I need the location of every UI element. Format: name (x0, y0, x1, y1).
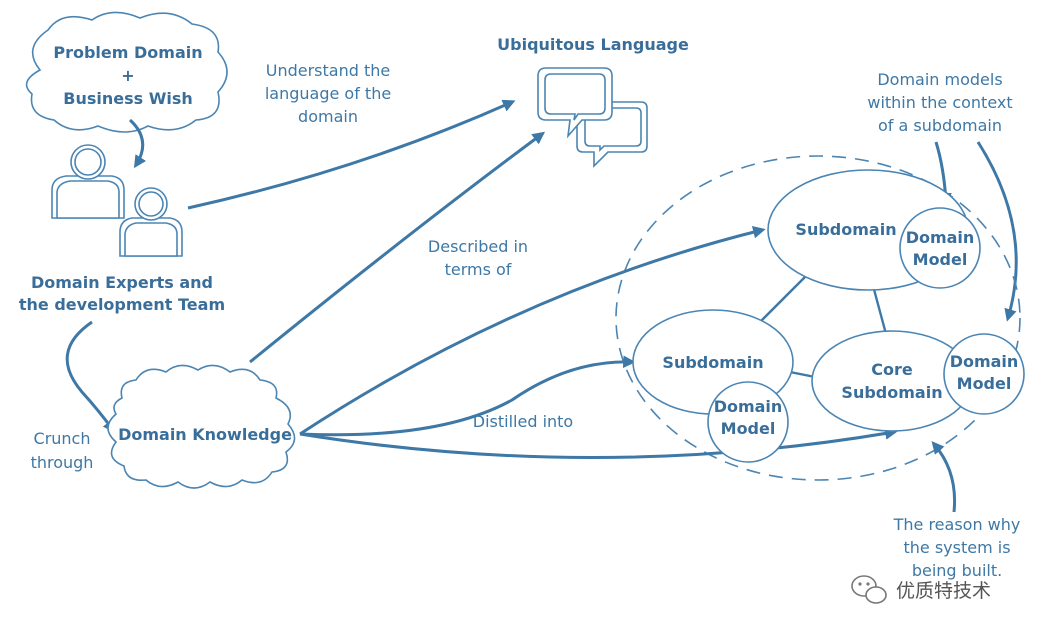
described-line2: terms of (445, 260, 512, 279)
crunch-line2: through (31, 453, 94, 472)
knowledge-to-core-subdomain-arrow (299, 427, 898, 460)
crunch-line1: Crunch (34, 429, 91, 448)
knowledge-to-top-subdomain-arrow (299, 226, 766, 436)
wechat-icon (851, 575, 887, 604)
watermark-text: 优质特技术 (896, 580, 991, 602)
domain-model-left-line1: Domain (714, 397, 783, 416)
business-wish-label: Business Wish (63, 89, 193, 108)
domain-model-core-line2: Model (957, 374, 1012, 393)
domain-models-note-line3: of a subdomain (878, 116, 1002, 135)
domain-knowledge-label: Domain Knowledge (118, 425, 292, 444)
domain-model-core: Domain Model (943, 333, 1025, 415)
described-line1: Described in (428, 237, 528, 256)
note-to-core-model-arrow (976, 141, 1018, 322)
core-subdomain-line2: Subdomain (841, 383, 942, 402)
person-front-icon (119, 187, 183, 257)
problem-domain-line1: Problem Domain (53, 43, 202, 62)
people-icon (51, 144, 183, 257)
experts-line1: Domain Experts and (31, 273, 213, 292)
subdomain-left-label: Subdomain (662, 353, 763, 372)
problem-domain-plus: + (121, 66, 134, 85)
reason-to-core-arrow (931, 441, 957, 513)
domain-knowledge-cloud: Domain Knowledge (107, 364, 296, 489)
person-back-icon (51, 144, 125, 219)
distilled-label: Distilled into (473, 412, 573, 431)
core-subdomain-line1: Core (871, 360, 913, 379)
knowledge-to-language-arrow (249, 131, 546, 364)
link-top-left (759, 275, 807, 323)
reason-line2: the system is (903, 538, 1010, 557)
domain-model-top-line2: Model (913, 250, 968, 269)
reason-line1: The reason why (893, 515, 1021, 534)
domain-model-top: Domain Model (899, 207, 981, 289)
watermark: 优质特技术 (851, 575, 991, 604)
domain-models-note-line1: Domain models (877, 70, 1002, 89)
understand-line2: language of the (265, 84, 391, 103)
subdomain-top-label: Subdomain (795, 220, 896, 239)
experts-to-knowledge-arrow (65, 320, 116, 434)
core-subdomain: Core Subdomain (811, 330, 973, 432)
domain-model-top-line1: Domain (906, 228, 975, 247)
problem-domain-cloud: Problem Domain + Business Wish (25, 11, 228, 133)
experts-line2: the development Team (19, 295, 225, 314)
bounded-context-boundary (615, 155, 1021, 481)
experts-to-language-arrow (187, 99, 516, 210)
understand-line3: domain (298, 107, 358, 126)
domain-models-note-line2: within the context (867, 93, 1012, 112)
domain-model-core-line1: Domain (950, 352, 1019, 371)
knowledge-to-left-subdomain-arrow (299, 355, 636, 437)
cloud-to-experts-arrow (128, 118, 147, 169)
speech-bubbles-icon (537, 67, 648, 168)
domain-model-left: Domain Model (707, 381, 789, 463)
ubiquitous-language-title: Ubiquitous Language (497, 35, 689, 54)
reason-line3: being built. (912, 561, 1002, 580)
understand-line1: Understand the (266, 61, 390, 80)
domain-model-left-line2: Model (721, 419, 776, 438)
